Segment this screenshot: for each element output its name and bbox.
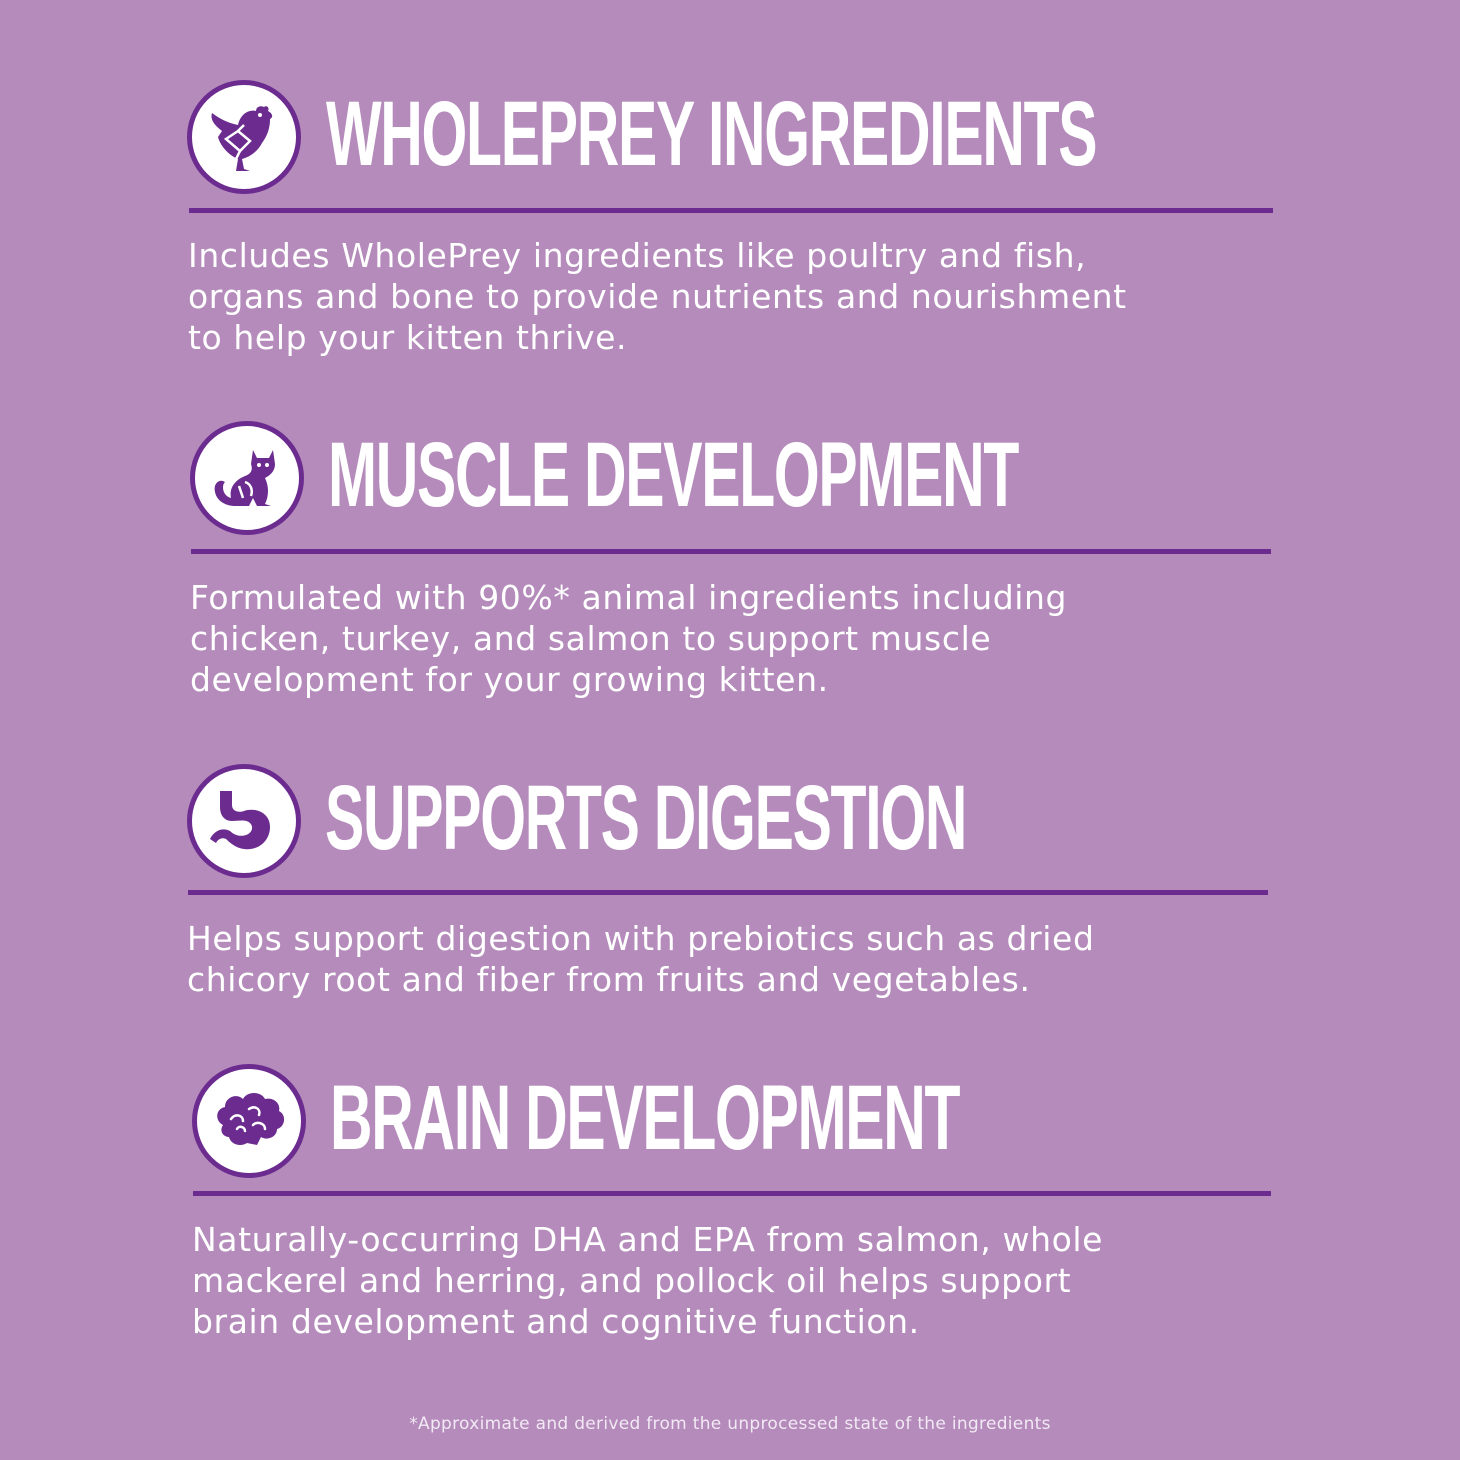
- divider-line: [191, 549, 1271, 554]
- section-title: SUPPORTS DIGESTION: [325, 767, 967, 869]
- section-description: Helps support digestion with prebiotics …: [187, 919, 1095, 999]
- section-description: Includes WholePrey ingredients like poul…: [188, 236, 1127, 357]
- section-title: BRAIN DEVELOPMENT: [330, 1067, 961, 1169]
- section-description: Formulated with 90%* animal ingredients …: [190, 578, 1068, 699]
- stomach-icon: [187, 764, 301, 878]
- brain-icon: [192, 1064, 306, 1178]
- footnote: *Approximate and derived from the unproc…: [409, 1414, 1051, 1434]
- section-title: MUSCLE DEVELOPMENT: [328, 424, 1019, 526]
- divider-line: [188, 890, 1268, 895]
- divider-line: [189, 208, 1273, 213]
- chicken-icon: [187, 80, 301, 194]
- section-title: WHOLEPREY INGREDIENTS: [326, 83, 1098, 185]
- cat-icon: [190, 421, 304, 535]
- section-description: Naturally-occurring DHA and EPA from sal…: [192, 1220, 1104, 1341]
- divider-line: [193, 1191, 1271, 1196]
